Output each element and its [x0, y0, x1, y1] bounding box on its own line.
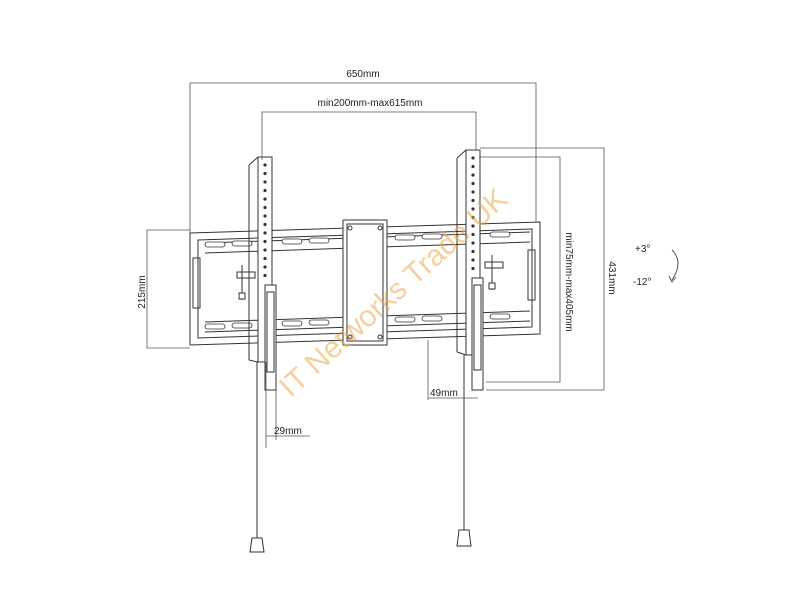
arm-hole: [471, 207, 475, 211]
right-arm-holes: [471, 156, 475, 271]
arm-hole: [471, 258, 475, 262]
arm-hole: [263, 205, 267, 210]
tilt-arrow-icon: [668, 275, 677, 283]
arm-hole: [263, 163, 267, 167]
dimension-lines: [146, 82, 605, 448]
left-cord-weight: [249, 537, 265, 553]
tilt-up-label: +3°: [635, 244, 650, 255]
left-arm-holes: [263, 163, 267, 278]
arm-hole: [471, 266, 475, 271]
rail-slots: [204, 231, 511, 330]
arm-hole: [471, 181, 475, 186]
arm-hole: [471, 198, 475, 203]
wall-depth-label: 49mm: [430, 388, 458, 399]
right-cord-weight: [456, 529, 472, 547]
arm-hole: [471, 190, 475, 194]
arm-hole: [263, 265, 267, 269]
vesa-vertical-label: min75mm-max405mm: [563, 232, 574, 331]
arm-hole: [263, 273, 267, 278]
right-lock-knob: [484, 255, 504, 290]
arm-depth-label: 29mm: [274, 426, 302, 437]
tilt-arc: [671, 249, 679, 281]
arm-hole: [263, 248, 267, 252]
arm-hole: [471, 249, 475, 254]
arm-hole: [263, 171, 267, 176]
arm-hole: [263, 231, 267, 235]
arm-hole: [471, 164, 475, 169]
plate-height-label: 215mm: [137, 275, 148, 308]
arm-hole: [471, 173, 475, 177]
arm-hole: [263, 239, 267, 244]
left-lock-knob: [236, 265, 256, 300]
arm-hole: [263, 188, 267, 193]
arm-hole: [263, 222, 267, 227]
arm-hole: [471, 215, 475, 220]
vesa-horizontal-label: min200mm-max615mm: [317, 98, 422, 109]
arm-hole: [471, 224, 475, 228]
center-mount-box: [342, 219, 388, 346]
arm-hole: [263, 214, 267, 218]
arm-hole: [471, 241, 475, 245]
overall-width-label: 650mm: [346, 69, 379, 80]
arm-hole: [263, 180, 267, 184]
arm-hole: [263, 256, 267, 261]
tilt-down-label: -12°: [633, 277, 651, 288]
safety-cords: [249, 355, 472, 553]
arm-hole: [263, 197, 267, 201]
overall-height-label: 431mm: [606, 261, 617, 294]
arm-hole: [471, 232, 475, 237]
arm-hole: [471, 156, 475, 160]
